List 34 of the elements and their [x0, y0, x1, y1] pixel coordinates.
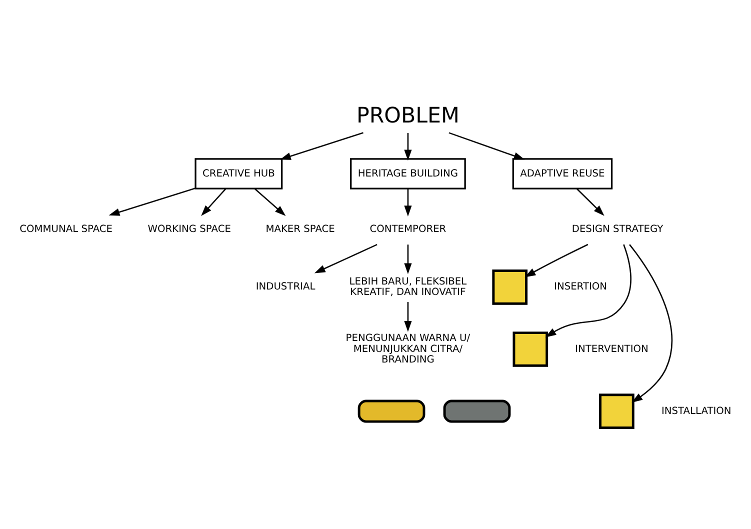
arrow	[576, 188, 604, 216]
node-label: INSERTION	[554, 281, 608, 292]
node-box: CREATIVE HUB	[194, 158, 283, 189]
node-text: INDUSTRIAL	[256, 281, 316, 292]
arrow	[280, 132, 364, 160]
arrow	[404, 302, 412, 332]
arrow	[404, 132, 412, 160]
arrow	[629, 244, 672, 402]
node-text: DESIGN STRATEGY	[572, 224, 664, 235]
arrow	[404, 188, 412, 216]
arrow	[254, 188, 286, 216]
arrow	[545, 244, 632, 337]
node-bar	[443, 399, 511, 422]
arrow	[448, 132, 525, 160]
node-label: INSTALLATION	[662, 405, 732, 416]
node-text: CONTEMPORER	[370, 224, 446, 235]
node-text: PROBLEM	[356, 103, 460, 128]
node-box	[599, 393, 634, 428]
node-text: COMMUNAL SPACE	[20, 224, 113, 235]
arrow	[524, 243, 588, 277]
node-text: LEBIH BARU, FLEKSIBEL KREATIF, DAN INOVATIF	[349, 276, 467, 298]
node-box	[492, 269, 528, 304]
node-box: HERITAGE BUILDING	[350, 158, 466, 189]
arrow	[108, 187, 196, 216]
node-label: INTERVENTION	[575, 343, 648, 354]
node-box: ADAPTIVE REUSE	[512, 158, 613, 189]
arrow	[404, 244, 412, 274]
arrow	[314, 243, 378, 273]
node-text: WORKING SPACE	[148, 224, 231, 235]
node-bar	[358, 399, 426, 422]
node-box	[512, 331, 548, 366]
arrow	[201, 188, 226, 216]
node-text: PENGGUNAAN WARNA U/ MENUNJUKKAN CITRA/ BRANDING	[346, 332, 470, 365]
node-text: MAKER SPACE	[266, 224, 335, 235]
